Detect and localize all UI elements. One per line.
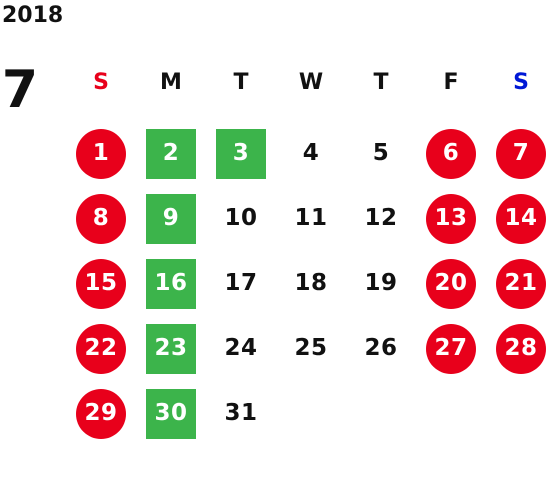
calendar-cell — [346, 381, 416, 446]
weekday-label-weekday-3: W — [298, 69, 324, 95]
calendar-cell: 3 — [206, 121, 276, 186]
calendar-cell: 6 — [416, 121, 486, 186]
calendar-cell: 19 — [346, 251, 416, 316]
calendar-cell: 13 — [416, 186, 486, 251]
calendar-day: 5 — [372, 140, 390, 166]
calendar-cell: 1 — [66, 121, 136, 186]
calendar-cell: 24 — [206, 316, 276, 381]
calendar-day: 31 — [224, 400, 258, 426]
calendar-year: 2018 — [2, 3, 64, 28]
holiday-day-circle: 7 — [496, 128, 546, 179]
calendar-cell: 8 — [66, 186, 136, 251]
calendar-week-row: 15 16 17 18 19 20 21 — [66, 251, 548, 316]
calendar-cell: 7 — [486, 121, 548, 186]
highlighted-day-square: 9 — [146, 193, 196, 244]
highlighted-day-square: 3 — [216, 128, 266, 179]
holiday-day-circle: 21 — [496, 258, 546, 309]
holiday-day-circle: 8 — [76, 193, 126, 244]
highlighted-day-square: 16 — [146, 258, 196, 309]
calendar-cell: 18 — [276, 251, 346, 316]
calendar-cell: 26 — [346, 316, 416, 381]
holiday-day-circle: 27 — [426, 323, 476, 374]
calendar-cell — [486, 381, 548, 446]
calendar-cell: 28 — [486, 316, 548, 381]
calendar-week-row: 29 30 31 — [66, 381, 548, 446]
holiday-day-circle: 28 — [496, 323, 546, 374]
highlighted-day-square: 30 — [146, 388, 196, 439]
weekday-label-saturday: S — [513, 69, 529, 95]
calendar-day: 19 — [364, 270, 398, 296]
calendar-cell: 9 — [136, 186, 206, 251]
calendar-day: 17 — [224, 270, 258, 296]
calendar-cell: 23 — [136, 316, 206, 381]
calendar-cell: 4 — [276, 121, 346, 186]
calendar-cell: 2 — [136, 121, 206, 186]
calendar-cell: 14 — [486, 186, 548, 251]
calendar-cell: 11 — [276, 186, 346, 251]
calendar-cell — [276, 381, 346, 446]
calendar-cell: 25 — [276, 316, 346, 381]
holiday-day-circle: 20 — [426, 258, 476, 309]
calendar-cell: 29 — [66, 381, 136, 446]
calendar-cell: 31 — [206, 381, 276, 446]
calendar-day: 18 — [294, 270, 328, 296]
holiday-day-circle: 6 — [426, 128, 476, 179]
calendar-day: 26 — [364, 335, 398, 361]
calendar-month: 7 — [1, 60, 39, 120]
calendar-cell: 10 — [206, 186, 276, 251]
calendar-day: 4 — [302, 140, 320, 166]
calendar-cell: 15 — [66, 251, 136, 316]
calendar-cell: 22 — [66, 316, 136, 381]
calendar-cell: 20 — [416, 251, 486, 316]
holiday-day-circle: 13 — [426, 193, 476, 244]
calendar-day: 25 — [294, 335, 328, 361]
holiday-day-circle: 14 — [496, 193, 546, 244]
calendar-cell: 21 — [486, 251, 548, 316]
highlighted-day-square: 2 — [146, 128, 196, 179]
calendar-cell: 30 — [136, 381, 206, 446]
calendar-day: 11 — [294, 205, 328, 231]
weekday-label-weekday-4: T — [373, 69, 389, 95]
holiday-day-circle: 1 — [76, 128, 126, 179]
calendar-week-row: 22 23 24 25 26 27 28 — [66, 316, 548, 381]
holiday-day-circle: 15 — [76, 258, 126, 309]
calendar-day: 24 — [224, 335, 258, 361]
weekday-label-weekday-1: M — [160, 69, 182, 95]
calendar-cell — [416, 381, 486, 446]
weekday-label-sunday: S — [93, 69, 109, 95]
calendar-cell: 12 — [346, 186, 416, 251]
weekday-label-weekday-5: F — [443, 69, 459, 95]
calendar-day: 12 — [364, 205, 398, 231]
calendar-cell: 27 — [416, 316, 486, 381]
weekday-label-weekday-2: T — [233, 69, 249, 95]
calendar-cell: 5 — [346, 121, 416, 186]
calendar-day: 10 — [224, 205, 258, 231]
highlighted-day-square: 23 — [146, 323, 196, 374]
calendar-cell: 16 — [136, 251, 206, 316]
calendar-cell: 17 — [206, 251, 276, 316]
holiday-day-circle: 22 — [76, 323, 126, 374]
holiday-day-circle: 29 — [76, 388, 126, 439]
